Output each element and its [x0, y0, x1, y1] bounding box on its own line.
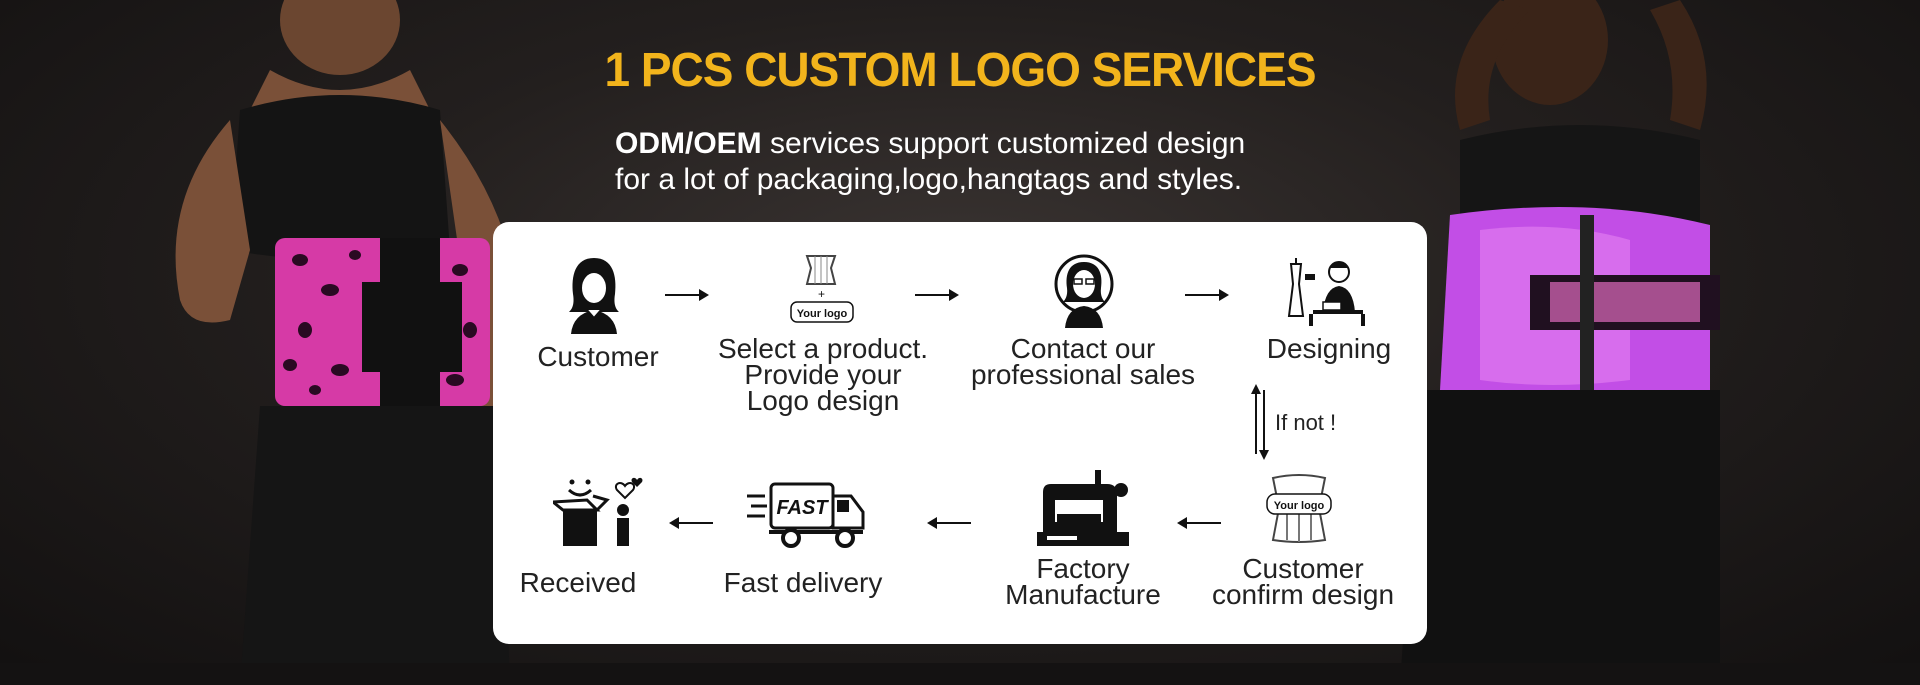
step-received: Received [503, 567, 653, 598]
delivery-truck-icon: FAST [747, 482, 865, 548]
step-select-label: Select a product. Provide your Logo desi… [717, 333, 929, 416]
designer-icon [1287, 258, 1365, 326]
subtitle-line-1-rest: services support customized design [761, 127, 1246, 160]
step-contact-label: Contact our professional sales [970, 333, 1196, 390]
arrow-right-icon [1185, 289, 1229, 301]
waist-trainer-logo-icon: + Your logo [790, 255, 854, 323]
bottom-band [0, 663, 1920, 685]
model-left-image [175, 0, 540, 685]
sales-rep-icon [1054, 254, 1114, 328]
arrow-left-icon [669, 517, 713, 529]
step-factory: Factory Manufacture [963, 553, 1203, 610]
arrow-right-icon [665, 289, 709, 301]
if-not-note: If not ! [1275, 410, 1395, 436]
step-customer-confirm: Customer confirm design [1193, 553, 1413, 610]
subtitle-bold: ODM/OEM [615, 127, 762, 160]
subtitle-line-1: ODM/OEM services support customized desi… [615, 126, 1315, 162]
loop-arrow-icon [1251, 384, 1269, 460]
subtitle-line-2: for a lot of packaging,logo,hangtags and… [615, 163, 1243, 196]
process-card: Customer + Your logo Select a product. P… [493, 222, 1427, 644]
happy-box-icon [553, 477, 643, 546]
step-customer-label: Customer [537, 341, 659, 372]
icon-your-logo-text-2: Your logo [1274, 500, 1325, 512]
step-fast-delivery: Fast delivery [703, 567, 903, 598]
step-received-label: Received [519, 567, 637, 598]
arrow-right-icon [915, 289, 959, 301]
logo-garment-icon: Your logo [1266, 474, 1332, 543]
headline: 1 PCS CUSTOM LOGO SERVICES [604, 41, 1316, 97]
fast-text: FAST [776, 497, 829, 519]
step-confirm-label: Customer confirm design [1211, 553, 1395, 610]
svg-text:+: + [818, 287, 825, 301]
step-customer: Customer [513, 341, 683, 372]
step-select-product: Select a product. Provide your Logo desi… [693, 333, 953, 416]
step-designing-label: Designing [1266, 333, 1392, 364]
model-right-image [1400, 0, 1720, 685]
subtitle: ODM/OEM services support customized desi… [615, 126, 1315, 198]
step-factory-label: Factory Manufacture [1005, 553, 1161, 610]
if-not-label: If not ! [1275, 410, 1337, 435]
arrow-left-icon [927, 517, 971, 529]
sewing-machine-icon [1037, 470, 1129, 546]
icon-your-logo-text-1: Your logo [797, 308, 848, 320]
step-designing: Designing [1229, 333, 1429, 364]
step-delivery-label: Fast delivery [723, 567, 883, 598]
woman-avatar-icon [569, 258, 619, 334]
arrow-left-icon [1177, 517, 1221, 529]
step-contact-sales: Contact our professional sales [953, 333, 1213, 390]
